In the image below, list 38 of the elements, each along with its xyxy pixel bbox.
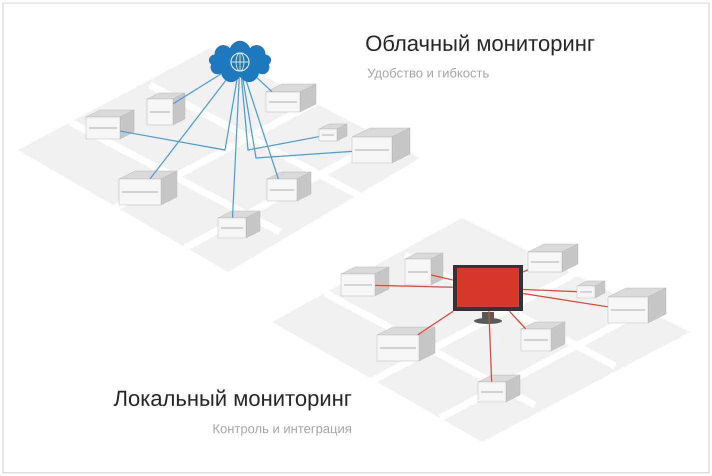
cable-line [375, 284, 453, 288]
building-drawing [118, 170, 178, 206]
subheading: Удобство и гибкость [368, 68, 489, 80]
building-drawing [146, 92, 186, 126]
cable-line [172, 73, 222, 104]
cable-line [523, 292, 608, 308]
building-drawing [218, 210, 260, 238]
building-drawing [520, 322, 566, 352]
building-drawing [352, 128, 410, 164]
cloud-drawing [209, 40, 271, 82]
building-drawing [608, 288, 666, 324]
building-drawing [86, 110, 134, 140]
cable-line [232, 78, 240, 218]
cable-line [256, 77, 272, 92]
cable-line [242, 80, 352, 159]
cable-line [488, 311, 492, 382]
heading: Облачный мониторинг [366, 34, 594, 56]
building-drawing [266, 84, 316, 112]
cable-line [150, 80, 226, 180]
cable-line [431, 274, 453, 281]
building-drawing [376, 326, 436, 362]
monitor-drawing [453, 264, 523, 324]
subheading: Контроль и интеграция [214, 424, 351, 436]
cable-line [522, 269, 528, 272]
cable-line [120, 80, 238, 151]
building-drawing [576, 280, 606, 298]
cable-line [523, 288, 577, 292]
cable-line [246, 82, 279, 179]
cable-line [417, 310, 454, 336]
building-drawing [266, 172, 312, 202]
cable-line [508, 310, 526, 330]
building-drawing [528, 244, 578, 272]
heading: Локальный мониторинг [114, 390, 352, 410]
cable-line [240, 78, 319, 151]
building-drawing [340, 266, 390, 296]
building-drawing [404, 252, 444, 286]
building-drawing [318, 124, 348, 142]
building-drawing [478, 374, 520, 402]
